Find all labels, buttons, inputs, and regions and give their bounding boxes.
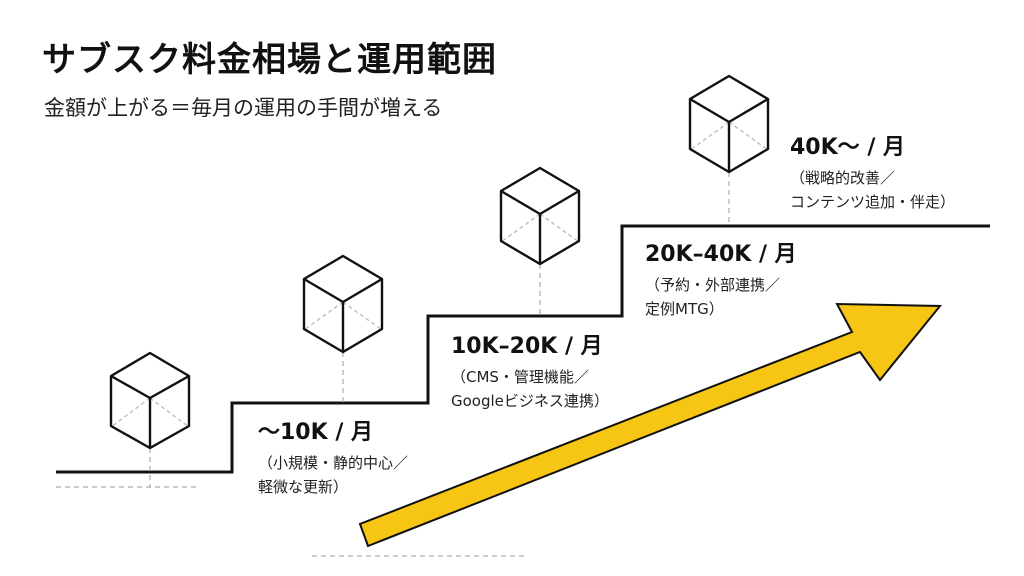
cube-icon <box>688 74 770 174</box>
tier-price: 20K–40K / 月 <box>645 242 797 267</box>
tier-label-4: 40K〜 / 月 （戦略的改善／ コンテンツ追加・伴走） <box>790 133 955 214</box>
tier-description-line: 定例MTG） <box>645 300 724 318</box>
tier-label-3: 20K–40K / 月 （予約・外部連携／ 定例MTG） <box>645 240 797 321</box>
tier-description: （予約・外部連携／ 定例MTG） <box>645 273 797 321</box>
cube-icon <box>499 166 581 266</box>
tier-description-line: コンテンツ追加・伴走） <box>790 193 956 211</box>
tier-label-2: 10K–20K / 月 （CMS・管理機能／ Googleビジネス連携） <box>451 332 609 413</box>
tier-description-line: Googleビジネス連携） <box>451 392 609 410</box>
tier-price: 40K〜 / 月 <box>790 135 906 160</box>
cube-icon <box>302 254 384 354</box>
tier-label-1: 〜10K / 月 （小規模・静的中心／ 軽微な更新） <box>258 418 408 499</box>
tier-description-line: （戦略的改善／ <box>790 169 896 187</box>
tier-description-line: （CMS・管理機能／ <box>451 368 589 386</box>
tier-description-line: 軽微な更新） <box>258 478 349 496</box>
tier-price: 〜10K / 月 <box>258 420 374 445</box>
staircase-line <box>56 224 990 474</box>
page-title: サブスク料金相場と運用範囲 <box>42 40 497 80</box>
tier-description: （小規模・静的中心／ 軽微な更新） <box>258 451 408 499</box>
tier-description-line: （小規模・静的中心／ <box>258 454 409 472</box>
tier-description-line: （予約・外部連携／ <box>645 276 781 294</box>
tier-price: 10K–20K / 月 <box>451 334 603 359</box>
page-subtitle: 金額が上がる＝毎月の運用の手間が増える <box>44 96 443 120</box>
tier-description: （CMS・管理機能／ Googleビジネス連携） <box>451 365 609 413</box>
tier-description: （戦略的改善／ コンテンツ追加・伴走） <box>790 166 955 214</box>
upward-arrow-icon <box>358 302 943 548</box>
cube-icon <box>109 351 191 450</box>
